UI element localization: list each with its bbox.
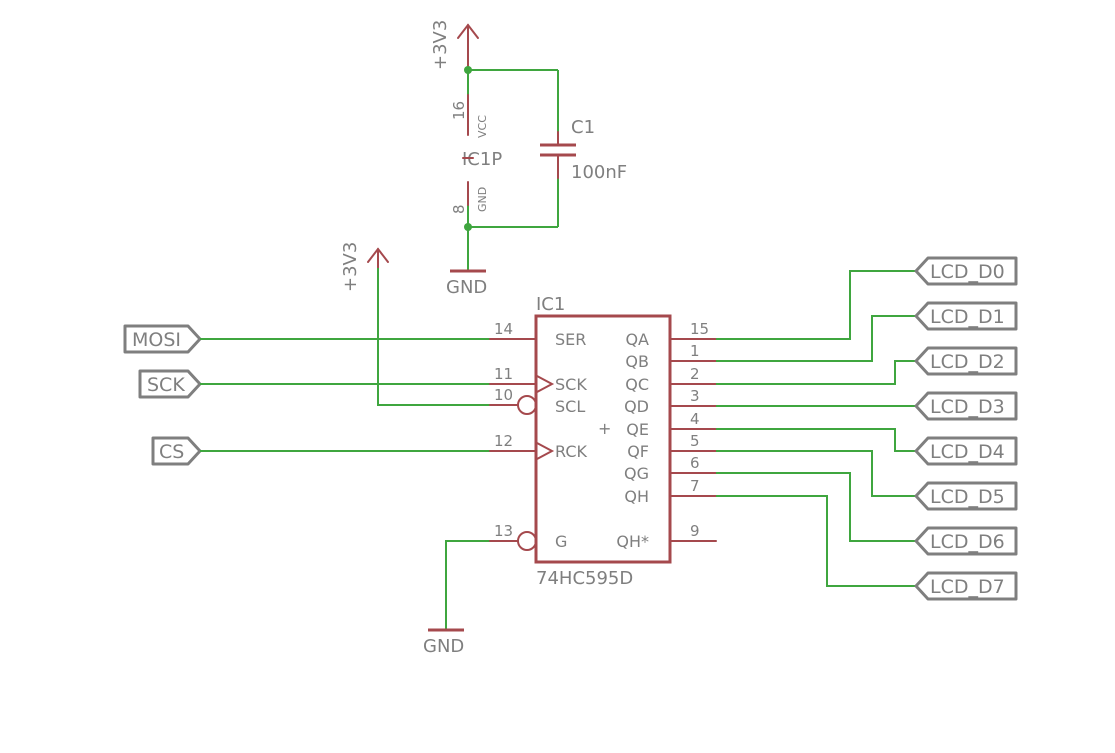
output-port-lcd-d1: LCD_D1: [914, 301, 1018, 331]
output-port-lcd-d4: LCD_D4: [914, 436, 1018, 466]
input-port-cs: CS: [151, 436, 202, 466]
output-wires: [716, 270, 916, 587]
ic1-pin-name: QH*: [616, 532, 649, 551]
output-port-lcd-d3: LCD_D3: [914, 391, 1018, 421]
output-port-lcd-d2: LCD_D2: [914, 346, 1018, 376]
output-port-label: LCD_D4: [930, 441, 1005, 463]
ic1-pin-number: 2: [690, 365, 700, 383]
ic1-pin-number: 13: [494, 522, 513, 540]
capacitor-ref: C1: [571, 117, 595, 138]
wire-lcd-d0: [716, 270, 916, 340]
ic1-sck-clock-mark: [536, 375, 555, 393]
ic1p-name: IC1P: [462, 149, 502, 170]
ic1-center-mark: +: [598, 419, 611, 438]
ic1-74hc595: IC1 74HC595D + 14 11 10 12 13 SER SCK SC…: [489, 294, 717, 589]
ic1-pin-number: 6: [690, 454, 700, 472]
junction-gnd: [464, 223, 472, 231]
wire-lcd-d4: [716, 428, 916, 452]
ic1p-vcc-pin-number: 16: [450, 101, 468, 120]
output-port-label: LCD_D2: [930, 351, 1005, 373]
output-port-label: LCD_D0: [930, 261, 1005, 283]
output-port-label: LCD_D5: [930, 486, 1005, 508]
ic1-pin-name: QA: [625, 330, 649, 349]
wire-lcd-d5: [716, 450, 916, 497]
wire-scl-to-3v3: [377, 268, 490, 406]
ic1-part: 74HC595D: [536, 568, 633, 589]
ic1-pin-number: 5: [690, 432, 700, 450]
ground-bottom-label: GND: [423, 636, 464, 657]
output-port-lcd-d0: LCD_D0: [914, 256, 1018, 286]
output-port-label: LCD_D3: [930, 396, 1005, 418]
ic1-pin-name: QF: [627, 442, 649, 461]
wire-g-to-gnd: [445, 540, 490, 630]
wire-lcd-d6: [716, 472, 916, 542]
ground-bottom: GND: [423, 628, 464, 657]
junction-vcc: [464, 66, 472, 74]
output-port-label: LCD_D1: [930, 306, 1005, 328]
ic1p-gnd-pin-number: 8: [450, 204, 468, 214]
capacitor-value: 100nF: [571, 162, 627, 183]
ic1p-vcc-pin-name: VCC: [476, 115, 489, 138]
ic1-body: [534, 314, 672, 564]
ground-top: GND: [446, 269, 487, 298]
ic1-pin-name: QG: [624, 464, 649, 483]
input-port-mosi: MOSI: [123, 324, 202, 354]
output-port-label: LCD_D7: [930, 576, 1005, 598]
output-port-lcd-d6: LCD_D6: [914, 526, 1018, 556]
ic1-rck-clock-mark: [536, 442, 555, 460]
ic1-pin-name: QE: [626, 420, 649, 439]
ic1-pin-name: QC: [625, 375, 649, 394]
ic1-pin-g-inversion: [517, 531, 537, 551]
ic1-pin-number: 12: [494, 432, 513, 450]
output-port-label: LCD_D6: [930, 531, 1005, 553]
ic1-pin-number: 1: [690, 342, 700, 360]
ic1-pin-name: SER: [555, 330, 586, 349]
ic1p-power-section: +3V3 16 VCC 8 GND IC1P C1 100nF: [430, 20, 627, 298]
ic1-pin-name: QB: [625, 352, 649, 371]
ic1-pin-name: RCK: [555, 442, 587, 461]
ic1-pin-name: G: [555, 532, 567, 551]
ic1-pin-scl-inversion: [517, 395, 537, 415]
ic1-pin-number: 7: [690, 477, 700, 495]
wire-lcd-d7: [716, 495, 916, 587]
input-port-cs-label: CS: [159, 441, 184, 463]
output-port-lcd-d7: LCD_D7: [914, 571, 1018, 601]
input-port-mosi-label: MOSI: [132, 329, 181, 351]
capacitor-c1: C1 100nF: [540, 117, 627, 183]
supply-3v3-top: +3V3: [430, 20, 479, 71]
ground-top-label: GND: [446, 277, 487, 298]
wire-lcd-d2: [716, 360, 916, 385]
ic1-pin-number: 14: [494, 320, 513, 338]
input-port-sck-label: SCK: [147, 374, 185, 396]
ic1-pin-number: 3: [690, 387, 700, 405]
supply-3v3-mid: +3V3: [340, 242, 389, 292]
input-port-sck: SCK: [138, 369, 202, 399]
ic1p-gnd-pin-name: GND: [476, 187, 489, 212]
ic1-pin-number: 11: [494, 365, 513, 383]
ic1-pin-number: 4: [690, 410, 700, 428]
output-port-lcd-d5: LCD_D5: [914, 481, 1018, 511]
ic1-pin-name: SCK: [555, 375, 587, 394]
ic1-pin-number: 10: [494, 386, 513, 404]
supply-3v3-top-label: +3V3: [430, 20, 451, 70]
ic1-pin-number: 9: [690, 522, 700, 540]
supply-3v3-mid-label: +3V3: [340, 242, 361, 292]
ic1-pin-name: SCL: [555, 397, 585, 416]
ic1-pin-name: QH: [624, 487, 649, 506]
ic1-ref: IC1: [536, 294, 565, 315]
wire-lcd-d1: [716, 315, 916, 362]
ic1-pin-number: 15: [690, 320, 709, 338]
ic1-pin-name: QD: [624, 397, 649, 416]
